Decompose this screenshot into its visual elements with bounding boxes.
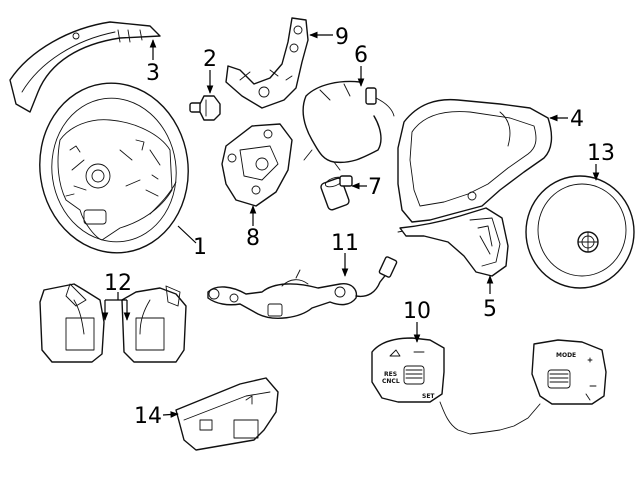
- callout-1: 1: [193, 235, 207, 260]
- callout-8: 8: [246, 226, 260, 251]
- callout-14: 14: [134, 404, 162, 429]
- part-connector: [320, 175, 353, 211]
- callout-11: 11: [331, 231, 359, 256]
- set-label: SET: [422, 393, 435, 400]
- callout-numbers: 1 2 3 4 5 6 7 8 9 10 11 12 13 14: [104, 25, 615, 429]
- part-wiring-harness: [302, 80, 395, 171]
- cncl-label-line2: CNCL: [382, 378, 400, 385]
- part-switch-left: RES CNCL SET: [371, 337, 445, 403]
- part-steering-wheel: [39, 82, 189, 254]
- part-paddle-right: [121, 285, 187, 363]
- switch-connecting-wire: [439, 401, 541, 435]
- callout-4: 4: [570, 107, 584, 132]
- part-airbag: [525, 175, 635, 289]
- mode-label: MODE: [556, 352, 576, 359]
- leader-14: [162, 411, 179, 418]
- part-upper-cover: [9, 21, 161, 113]
- part-paddle-left: [39, 283, 105, 363]
- part-switch-right: MODE: [531, 339, 607, 405]
- callout-3: 3: [146, 61, 160, 86]
- leader-1: [177, 225, 197, 244]
- part-plate: [221, 123, 293, 207]
- leader-lines: [101, 31, 600, 418]
- part-switch-harness: [207, 256, 398, 319]
- callout-9: 9: [335, 25, 349, 50]
- res-label-line1: RES: [384, 371, 397, 378]
- callout-2: 2: [203, 47, 217, 72]
- part-mounting-bracket: [225, 17, 309, 109]
- part-bolt: [189, 95, 221, 121]
- callout-10: 10: [403, 299, 431, 324]
- part-control-module: [175, 377, 279, 451]
- callout-13: 13: [587, 141, 615, 166]
- part-rear-cover: [397, 98, 553, 233]
- callout-12: 12: [104, 271, 132, 296]
- callout-6: 6: [354, 43, 368, 68]
- callout-5: 5: [483, 297, 497, 322]
- callout-7: 7: [368, 175, 382, 200]
- part-lower-bezel: [399, 207, 509, 277]
